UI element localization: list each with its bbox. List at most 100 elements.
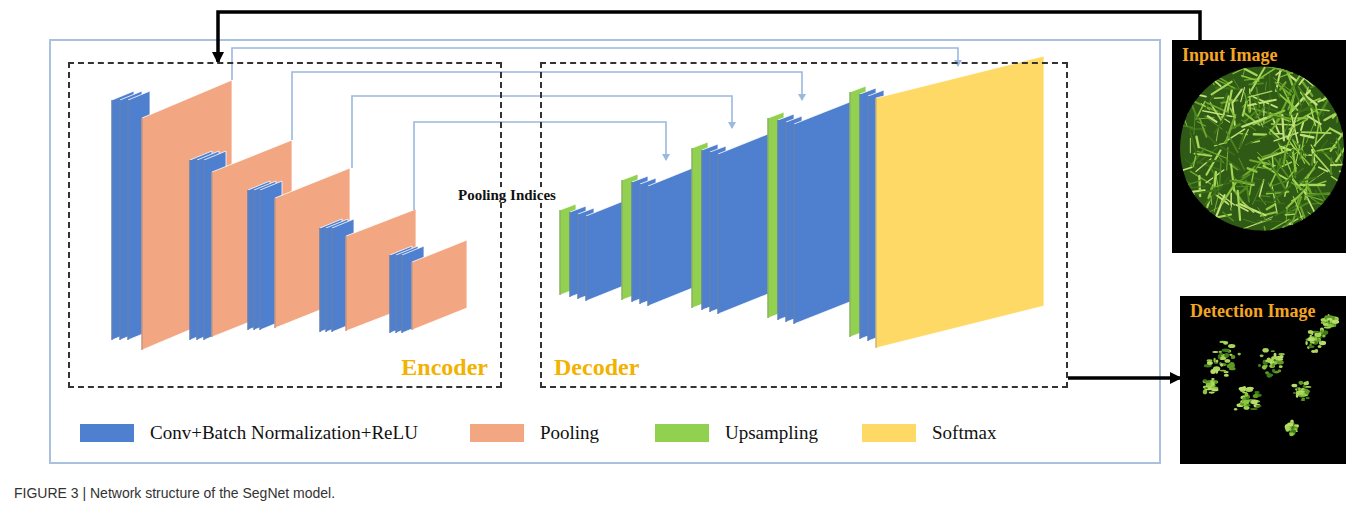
grass-blade: [1211, 71, 1222, 73]
grass-blade: [1193, 193, 1196, 203]
grass-blade: [1208, 116, 1217, 122]
grass-blade: [1274, 186, 1290, 200]
grass-blade: [1240, 134, 1244, 148]
grass-blade: [1245, 135, 1267, 144]
slab-edge: [621, 180, 622, 300]
grass-blade: [1184, 183, 1189, 204]
slab-edge: [395, 255, 396, 333]
weed-spot: [1220, 370, 1227, 372]
grass-blade: [1330, 216, 1332, 239]
grass-blade: [1192, 72, 1218, 87]
weed-spot: [1306, 397, 1310, 399]
grass-blade: [1236, 180, 1251, 184]
node-title: Detection Image: [1190, 302, 1315, 322]
slab-edge: [777, 120, 778, 320]
slab-edge: [345, 236, 346, 331]
grass-blade: [1200, 118, 1207, 136]
slab-edge: [577, 214, 578, 299]
grass-blade: [1197, 137, 1199, 148]
grass-blade: [1294, 229, 1299, 253]
weed-spot: [1216, 360, 1219, 363]
grass-blade: [1198, 190, 1216, 193]
weed-spot: [1314, 341, 1317, 345]
legend-item: Softmax: [862, 422, 996, 444]
grass-blade: [1247, 217, 1273, 228]
legend-swatch: [862, 424, 916, 442]
grass-blade: [1330, 158, 1333, 174]
grass-blade: [1248, 91, 1272, 97]
weed-spot: [1274, 353, 1277, 357]
slab-edge: [119, 100, 120, 340]
weed-spot: [1211, 378, 1215, 380]
decoder-box: Decoder: [540, 62, 1068, 388]
weed-spot: [1213, 358, 1215, 363]
grass-blade: [1184, 75, 1200, 78]
grass-blade: [1333, 91, 1346, 105]
weed-spot: [1206, 383, 1211, 386]
weed-spot: [1212, 351, 1218, 353]
weed-spot: [1291, 384, 1297, 388]
grass-blade: [1308, 212, 1326, 225]
weed-spot: [1204, 387, 1208, 389]
grass-blade: [1299, 63, 1315, 85]
grass-blade: [1244, 219, 1259, 223]
grass-blade: [1189, 211, 1201, 213]
slab-edge: [793, 124, 794, 324]
weed-spot: [1262, 348, 1268, 353]
weed-spot: [1286, 426, 1289, 430]
grass-blade: [1267, 204, 1275, 209]
weed-spot: [1270, 374, 1274, 376]
grass-blade: [1255, 105, 1256, 118]
grass-blade: [1266, 191, 1281, 193]
layer-slab: [412, 240, 467, 330]
grass-blade: [1289, 119, 1307, 129]
slab-edge: [253, 190, 254, 330]
grass-blade: [1267, 67, 1288, 70]
weed-spot: [1315, 336, 1318, 341]
weed-spot: [1256, 405, 1262, 407]
grass-blade: [1245, 93, 1250, 113]
grass-blade: [1192, 73, 1206, 76]
grass-blade: [1296, 103, 1303, 121]
grass-blade: [1215, 172, 1216, 185]
slab-edge: [259, 190, 260, 330]
weed-spot: [1277, 361, 1284, 365]
grass-blade: [1314, 128, 1330, 146]
weed-spot: [1291, 432, 1294, 435]
grass-blade: [1319, 78, 1324, 88]
grass-blade: [1270, 174, 1276, 186]
grass-blade: [1253, 180, 1264, 204]
weed-spot: [1241, 396, 1243, 399]
grass-blade: [1270, 130, 1278, 138]
grass-texture: [1172, 44, 1346, 253]
grass-blade: [1334, 93, 1346, 108]
grass-blade: [1298, 87, 1314, 111]
grass-blade: [1339, 206, 1342, 224]
slab-edge: [709, 152, 710, 312]
grass-blade: [1322, 229, 1339, 243]
grass-blade: [1276, 88, 1279, 98]
weed-spot: [1314, 331, 1320, 333]
slab-edge: [559, 210, 560, 295]
weed-spot: [1293, 392, 1296, 394]
grass-blade: [1174, 67, 1188, 89]
weed-spot: [1220, 363, 1227, 366]
slab-edge: [141, 118, 142, 350]
grass-blade: [1317, 147, 1336, 150]
outer-frame: [50, 40, 1160, 463]
grass-blade: [1220, 159, 1222, 185]
grass-blade: [1281, 230, 1307, 243]
node-title: Encoder: [401, 354, 488, 380]
figure-caption: FIGURE 3 | Network structure of the SegN…: [14, 484, 335, 502]
grass-blade: [1331, 163, 1346, 166]
grass-blade: [1312, 67, 1324, 72]
grass-blade: [1241, 67, 1257, 75]
weed-spot: [1279, 365, 1283, 368]
grass-blade: [1189, 93, 1206, 97]
grass-blade: [1254, 133, 1266, 136]
weed-spot: [1224, 353, 1229, 358]
weed-spot: [1327, 315, 1335, 320]
grass-blade: [1343, 207, 1346, 208]
grass-blade: [1197, 101, 1205, 117]
weed-spot: [1332, 320, 1340, 324]
